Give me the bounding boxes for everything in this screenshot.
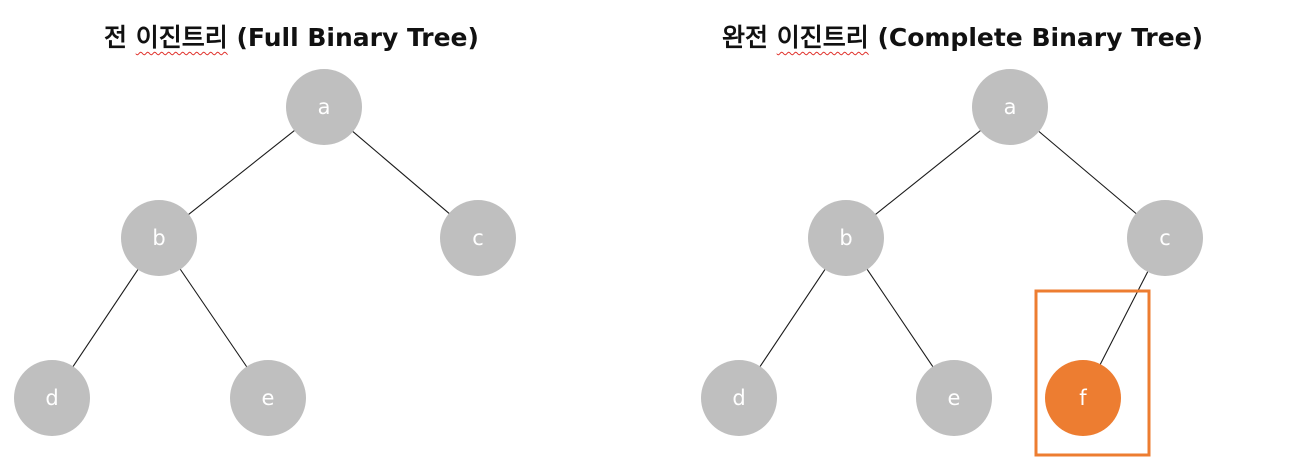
edge-a-b [186, 128, 297, 217]
title-suffix: (Complete Binary Tree) [868, 23, 1204, 52]
node-circle-b [121, 200, 197, 276]
node-label-e: e [948, 386, 961, 410]
tree-node-c: c [440, 200, 516, 276]
node-label-d: d [45, 386, 58, 410]
complete-binary-tree-title: 완전 이진트리 (Complete Binary Tree) [722, 18, 1203, 54]
node-circle-d [701, 360, 777, 436]
full-binary-tree: a b c d e [14, 69, 516, 436]
node-circle-e [916, 360, 992, 436]
tree-node-d: d [14, 360, 90, 436]
tree-node-a: a [972, 69, 1048, 145]
node-label-c: c [472, 226, 484, 250]
edge-b-d [758, 267, 827, 369]
full-binary-tree-title: 전 이진트리 (Full Binary Tree) [104, 18, 479, 54]
edge-b-e [178, 267, 249, 369]
title-prefix: 완전 [722, 23, 777, 52]
tree-node-a: a [286, 69, 362, 145]
node-label-e: e [262, 386, 275, 410]
edge-b-d [71, 267, 140, 369]
node-circle-e [230, 360, 306, 436]
tree-node-e: e [916, 360, 992, 436]
node-circle-d [14, 360, 90, 436]
edge-a-c [1037, 129, 1138, 216]
title-prefix: 전 [104, 23, 136, 52]
node-label-f: f [1079, 386, 1087, 410]
node-label-a: a [318, 95, 331, 119]
node-circle-f [1045, 360, 1121, 436]
complete-binary-tree: a b c d e f [701, 69, 1203, 457]
tree-node-e: e [230, 360, 306, 436]
node-circle-b [808, 200, 884, 276]
edge-c-f [1098, 269, 1150, 367]
node-circle-c [1127, 200, 1203, 276]
node-label-b: b [152, 226, 165, 250]
spellcheck-underlined-word: 이진트리 [776, 23, 869, 52]
tree-node-b: b [121, 200, 197, 276]
tree-node-b: b [808, 200, 884, 276]
edge-a-c [351, 129, 451, 216]
node-label-b: b [839, 226, 852, 250]
highlight-box-f [1034, 289, 1151, 457]
node-label-c: c [1159, 226, 1171, 250]
title-suffix: (Full Binary Tree) [227, 23, 479, 52]
edge-a-b [873, 129, 983, 216]
spellcheck-underlined-word: 이진트리 [135, 23, 228, 52]
node-circle-a [972, 69, 1048, 145]
node-circle-c [440, 200, 516, 276]
node-label-a: a [1004, 95, 1017, 119]
tree-node-f: f [1045, 360, 1121, 436]
tree-node-c: c [1127, 200, 1203, 276]
tree-node-d: d [701, 360, 777, 436]
node-label-d: d [732, 386, 745, 410]
node-circle-a [286, 69, 362, 145]
edge-b-e [865, 267, 935, 369]
